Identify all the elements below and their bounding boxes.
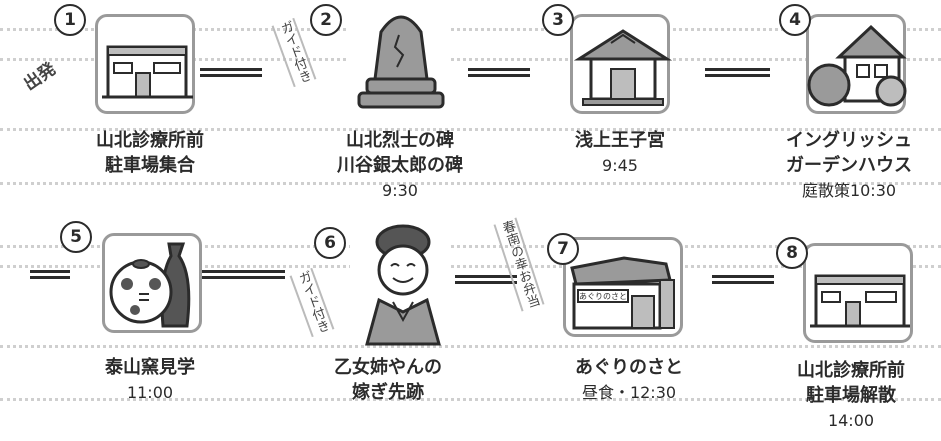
stop-number: 3 <box>542 4 574 36</box>
pottery-icon <box>102 233 202 333</box>
stop-label: 山北烈士の碑 川谷銀太郎の碑 9:30 <box>337 130 463 200</box>
stop-number: 6 <box>314 227 346 259</box>
stop-number: 2 <box>310 4 342 36</box>
stop-label: あぐりのさと 昼食・12:30 <box>575 357 683 402</box>
woman-kimono-icon <box>350 217 450 346</box>
stop-number: 1 <box>54 4 86 36</box>
connector <box>712 275 774 284</box>
building-icon <box>95 14 195 114</box>
shrine-icon <box>570 14 673 114</box>
connector <box>705 68 770 77</box>
stop-label: イングリッシュ ガーデンハウス 庭散策10:30 <box>786 130 912 200</box>
building-icon <box>803 243 913 343</box>
garden-house-icon <box>806 14 907 114</box>
connector <box>30 270 70 279</box>
stop-5: 5 泰山窯見学 11:00 <box>20 215 240 435</box>
connector <box>468 68 530 77</box>
stop-1: 1 出発 山北診療所前 駐車場集合 <box>20 0 270 220</box>
stop-number: 4 <box>779 4 811 36</box>
stop-label: 山北診療所前 駐車場解散 14:00 <box>797 360 905 430</box>
stop-label: 泰山窯見学 11:00 <box>105 357 195 402</box>
connector <box>455 275 517 284</box>
stop-4: 4 イングリッシュ ガーデンハウス 庭散策10:30 <box>721 0 941 220</box>
stop-label: 山北診療所前 駐車場集合 <box>96 130 204 176</box>
connector <box>200 68 262 77</box>
stop-8: 8 山北診療所前 駐車場解散 14:00 <box>721 215 941 435</box>
stop-7: 7 あぐりのさと 春南の幸お弁当 あぐりのさと 昼食・12:30 <box>493 215 725 435</box>
stop-label: 浅上王子宮 9:45 <box>575 130 665 175</box>
agri-building-icon: あぐりのさと <box>563 237 683 337</box>
stop-number: 7 <box>547 233 579 265</box>
stone-monument-icon <box>348 14 448 114</box>
guide-tag: ガイド付き <box>271 17 317 88</box>
stop-number: 5 <box>60 221 92 253</box>
shop-sign: あぐりのさと <box>579 292 627 301</box>
connector <box>200 270 285 279</box>
depart-tag: 出発 <box>20 59 60 95</box>
stop-3: 3 浅上王子宮 9:45 <box>510 0 730 220</box>
stop-number: 8 <box>776 237 808 269</box>
stop-6: 6 ガイド付き 乙女姉やんの 嫁ぎ先跡 <box>280 215 500 435</box>
stop-label: 乙女姉やんの 嫁ぎ先跡 <box>334 357 442 403</box>
stop-2: 2 ガイド付き 山北烈士の碑 川谷銀太郎の碑 9:30 <box>271 0 510 220</box>
guide-tag: ガイド付き <box>289 267 335 338</box>
